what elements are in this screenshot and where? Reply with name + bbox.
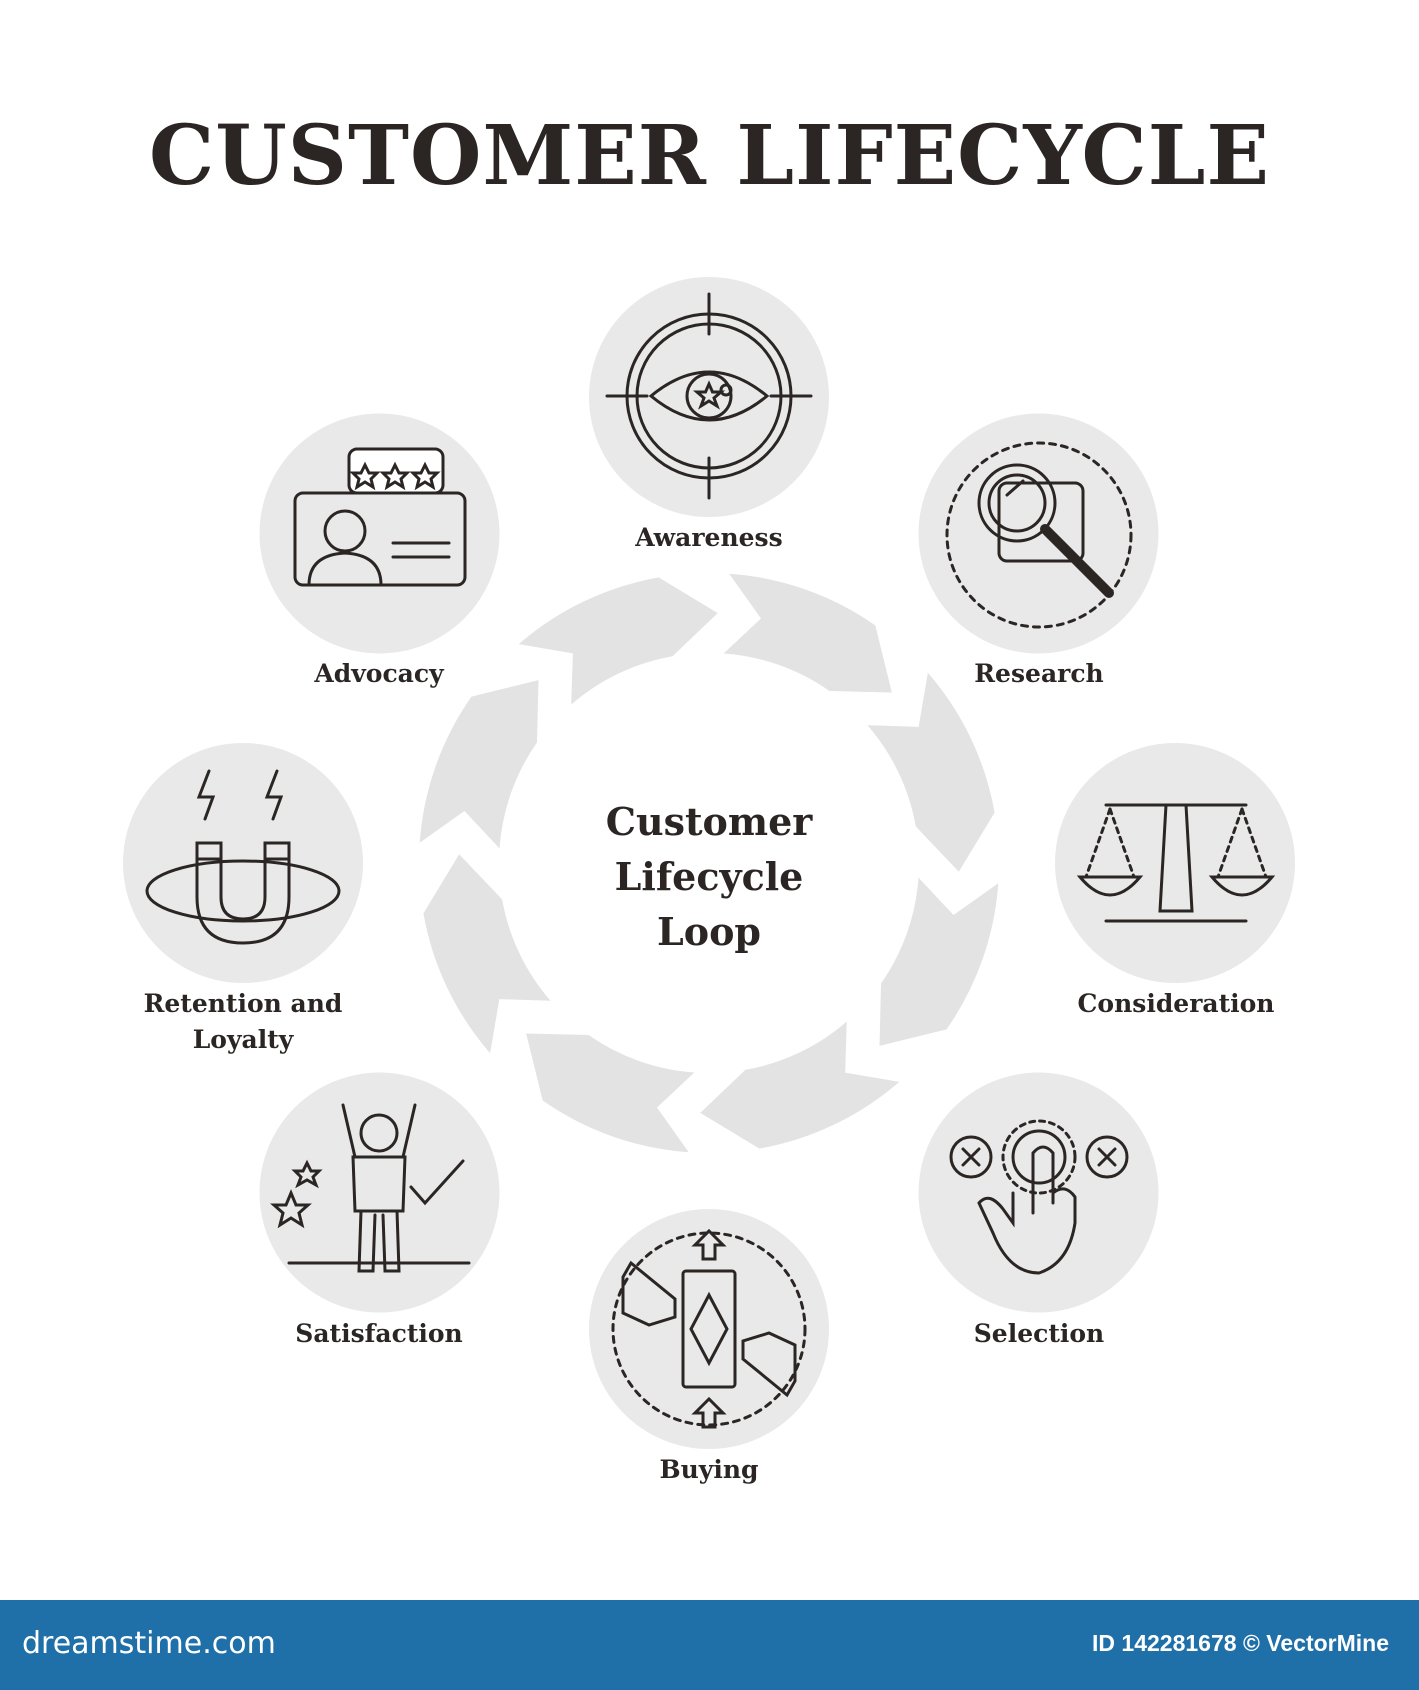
lifecycle-diagram [123, 277, 1295, 1449]
center-label-line-1: Customer [605, 799, 813, 844]
stage-label-selection: Selection [973, 1319, 1105, 1348]
stage-circle [123, 743, 363, 983]
magnet-icon [145, 769, 341, 945]
stage-circle [918, 1072, 1159, 1313]
stage-circle [259, 1072, 500, 1313]
page-title: CUSTOMER LIFECYCLE [149, 108, 1270, 204]
cycle-arrow-segment [879, 877, 999, 1046]
hand-press-button-icon [949, 1119, 1129, 1275]
stage-label-research: Research [974, 659, 1104, 688]
cycle-arrow-segment [723, 573, 892, 693]
magnifier-icon [945, 441, 1133, 629]
footer-bar: dreamstime.com ID 142281678 © VectorMine [0, 1600, 1419, 1690]
stage-label-consideration: Consideration [1077, 989, 1275, 1018]
stage-label-advocacy: Advocacy [314, 659, 444, 688]
footer-image-id: ID 142281678 © VectorMine [1092, 1630, 1389, 1656]
footer-site-link[interactable]: dreamstime.com [22, 1626, 276, 1661]
center-label-line-3: Loop [657, 909, 761, 954]
cycle-arrow-segment [526, 1033, 695, 1153]
cycle-arrow-segment [423, 854, 551, 1054]
stage-circle [1055, 743, 1295, 983]
stage-circle [589, 1209, 829, 1449]
stage-label-satisfaction: Satisfaction [295, 1319, 463, 1348]
happy-person-icon [270, 1103, 471, 1273]
stage-circle [589, 277, 829, 517]
stage-label-buying: Buying [659, 1455, 759, 1484]
stage-label-retention-and-loyalty: Retention and Loyalty [143, 989, 343, 1054]
cycle-arrow-segment [518, 577, 718, 705]
cycle-arrows-ring [419, 573, 999, 1153]
scales-icon [1076, 803, 1276, 923]
hands-exchange-money-icon [611, 1228, 807, 1429]
cycle-arrow-segment [700, 1021, 900, 1149]
cycle-arrow-segment [419, 680, 539, 849]
review-stars-icon [293, 447, 467, 587]
eye-target-icon [605, 292, 813, 500]
center-label: Customer Lifecycle Loop [559, 794, 859, 959]
cycle-arrow-segment [867, 672, 995, 872]
center-label-line-2: Lifecycle [614, 854, 804, 899]
stage-label-awareness: Awareness [635, 523, 783, 552]
